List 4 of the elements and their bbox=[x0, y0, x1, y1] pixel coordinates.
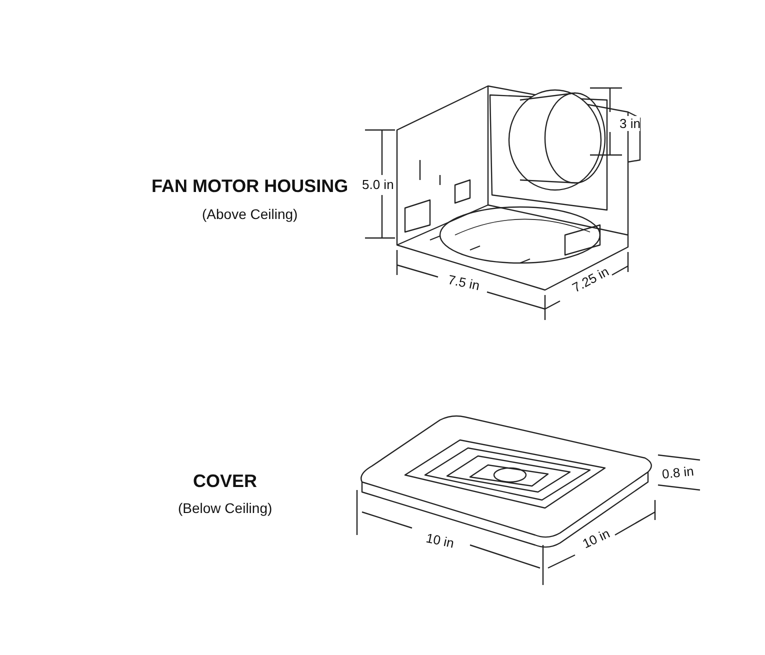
part-note: (Below Ceiling) bbox=[178, 500, 272, 516]
dimension-label: 3 in bbox=[620, 116, 640, 130]
dimension-label: 5.0 in bbox=[362, 176, 394, 192]
part-note: (Above Ceiling) bbox=[202, 206, 298, 222]
